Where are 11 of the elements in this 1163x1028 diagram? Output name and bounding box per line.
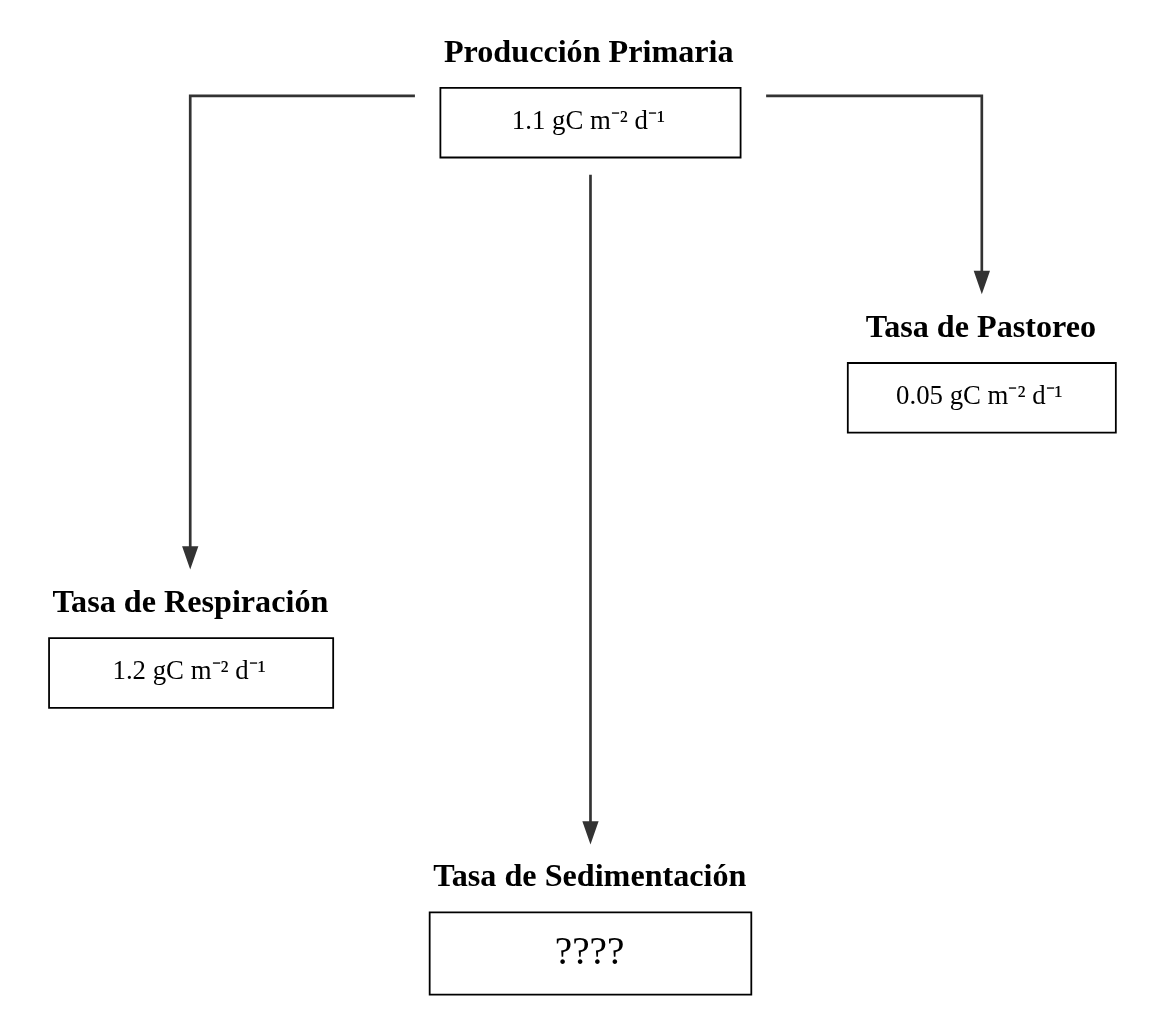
node-label: Tasa de Sedimentación	[432, 857, 747, 894]
node-box: 1.1 gC m⁻² d⁻¹	[439, 86, 741, 159]
node-box: ????	[428, 911, 752, 996]
arrow	[765, 94, 990, 295]
arrow	[581, 174, 599, 845]
node-box: 1.2 gC m⁻² d⁻¹	[47, 637, 334, 709]
arrow	[181, 94, 415, 570]
node-box: 0.05 gC m⁻² d⁻¹	[846, 362, 1117, 434]
node-label: Tasa de Respiración	[52, 583, 328, 620]
node-label: Tasa de Pastoreo	[865, 307, 1096, 344]
node-label: Producción Primaria	[443, 32, 734, 69]
